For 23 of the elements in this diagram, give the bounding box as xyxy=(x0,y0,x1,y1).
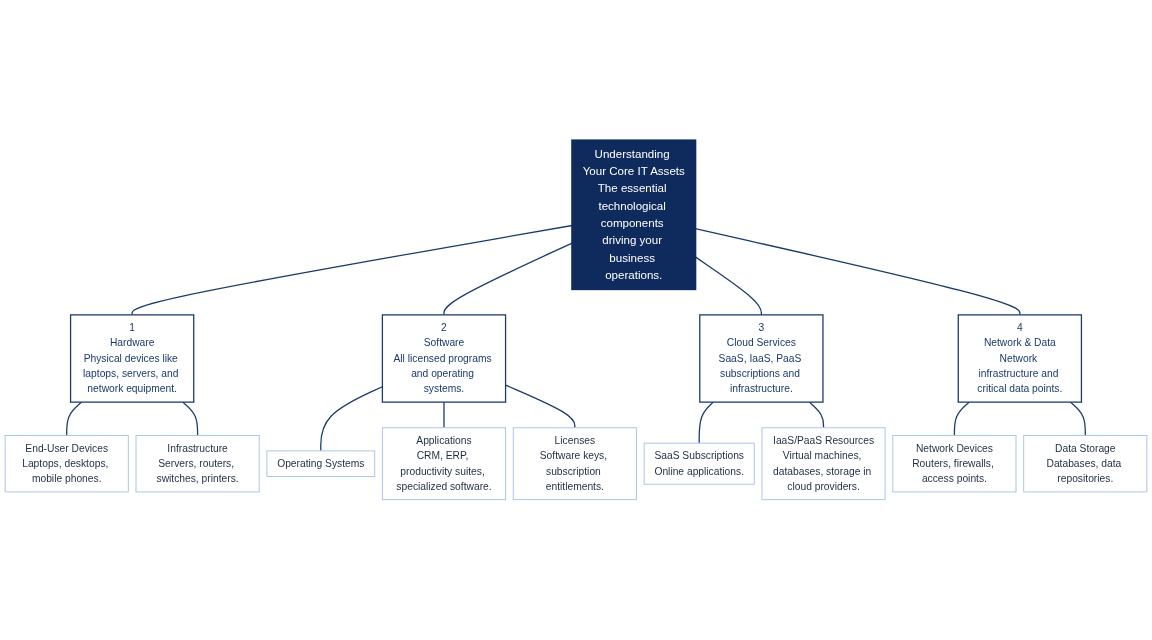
node-box: Data Storage Databases, data repositories. xyxy=(1023,435,1148,493)
node-box: Network Devices Routers, firewalls, access points. xyxy=(892,435,1017,493)
connector xyxy=(443,242,573,316)
node-box: End-User Devices Laptops, desktops, mobile phones. xyxy=(4,435,129,493)
node-box: 2 Software All licensed programs and operating systems. xyxy=(381,314,507,403)
node-box: 1 Hardware Physical devices like laptops, servers, and network equipment. xyxy=(69,314,195,403)
connector xyxy=(808,401,825,429)
node-box: 3 Cloud Services SaaS, IaaS, PaaS subscriptions and infrastructure. xyxy=(699,314,824,403)
connector xyxy=(66,401,83,437)
connector xyxy=(182,401,199,437)
connector xyxy=(443,401,445,429)
connector xyxy=(131,224,573,316)
node-box: Infrastructure Servers, routers, switches, printers. xyxy=(135,435,260,493)
connector xyxy=(953,401,970,437)
node-box: 4 Network & Data Network infrastructure and critical data points. xyxy=(957,314,1083,403)
connector xyxy=(1069,401,1086,437)
connector xyxy=(698,401,714,444)
node-box: IaaS/PaaS Resources Virtual machines, databases, storage in cloud providers. xyxy=(761,427,886,501)
node-box: Applications CRM, ERP, productivity suites, specialized software. xyxy=(381,427,507,501)
node-box: SaaS Subscriptions Online applications. xyxy=(643,442,755,485)
node-box: Operating Systems xyxy=(266,450,376,477)
node-box: Understanding Your Core IT Assets The essential technological components driving your business operations. xyxy=(571,139,697,291)
node-box: Licenses Software keys, subscription entitlements. xyxy=(512,427,637,501)
